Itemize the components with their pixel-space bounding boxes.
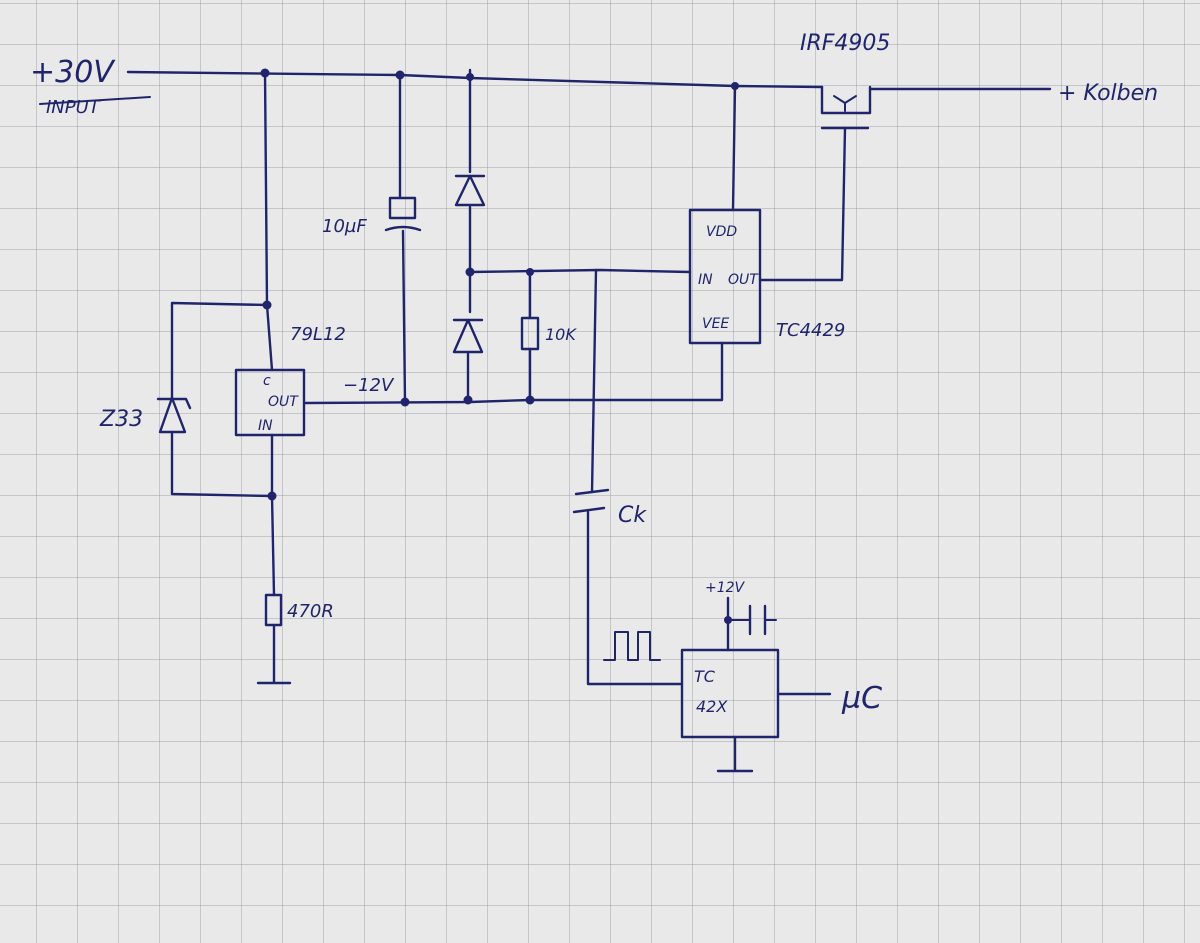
tc4429-pin-in: IN [698,272,713,288]
wire-zener-top [170,301,269,400]
wire-zener-bottom [170,430,274,498]
junction-dot [463,395,473,405]
wires [39,68,1052,773]
tc42x-label-line2: 42X [696,697,728,716]
junction-dot [262,300,272,310]
output-label: + Kolben [1058,81,1158,106]
junction-dot [731,82,739,90]
input-voltage-label: +30V [30,55,116,90]
wire-diode-column [466,68,472,402]
minus12v-label: −12V [343,375,395,396]
labels: +30V INPUT IRF4905 + Kolben 79L12 c OUT … [30,31,1158,716]
capacitor-10uf [384,196,422,232]
junction-dot [465,267,475,277]
regulator-pin-in: IN [258,418,273,434]
wire-ck-top [590,268,598,494]
tc4429-part-label: TC4429 [776,320,845,341]
driver-tc42x [680,648,780,739]
tc4429-pin-vdd: VDD [706,224,737,240]
wire-capacitor-bottom [401,229,407,404]
decoupling-capacitor [727,604,777,636]
driver-tc4429 [688,208,762,345]
tc4429-pin-vee: VEE [702,316,729,332]
diode-lower [452,318,484,354]
tc42x-label-line1: TC [694,667,716,686]
junction-dot [260,68,270,78]
microcontroller-label: µC [841,681,882,716]
junction-dot [525,395,535,405]
regulator-79l12 [234,368,306,437]
wire-gate-drive [758,126,847,282]
wire-vdd-supply [731,84,737,212]
input-underline [39,96,151,105]
resistor-470r [264,593,283,627]
capacitor-ck [572,488,610,514]
wire-left-vertical [263,70,274,372]
junction-dot [267,491,277,501]
resistor-10k [520,316,540,351]
wire-mid-node [468,268,692,274]
tc4429-pin-out: OUT [728,272,759,288]
square-wave-symbol [603,631,661,661]
regulator-pin-c: c [263,373,271,389]
junction-dot [526,268,534,276]
zener-label: Z33 [99,407,143,432]
input-caption: INPUT [46,97,102,118]
resistor-10k-label: 10K [545,325,577,344]
junction-dot [395,70,405,80]
junction-dot [466,73,474,81]
supply-12v-label: +12V [705,580,746,596]
resistor-470r-label: 470R [287,601,334,622]
wire-regulator-in-down [270,433,276,597]
capacitor-value-label: 10µF [322,216,367,237]
regulator-part-label: 79L12 [290,324,346,345]
wire-top-rail [126,70,824,89]
mosfet-irf4905 [820,85,872,130]
ck-label: Ck [618,503,647,528]
regulator-pin-out: OUT [268,394,299,410]
diode-upper [454,174,486,207]
mosfet-part-label: IRF4905 [800,31,890,56]
wire-ck-bottom [586,510,684,686]
junction-dot [400,397,410,407]
junctions [260,68,739,624]
zener-diode-z33 [156,396,192,434]
